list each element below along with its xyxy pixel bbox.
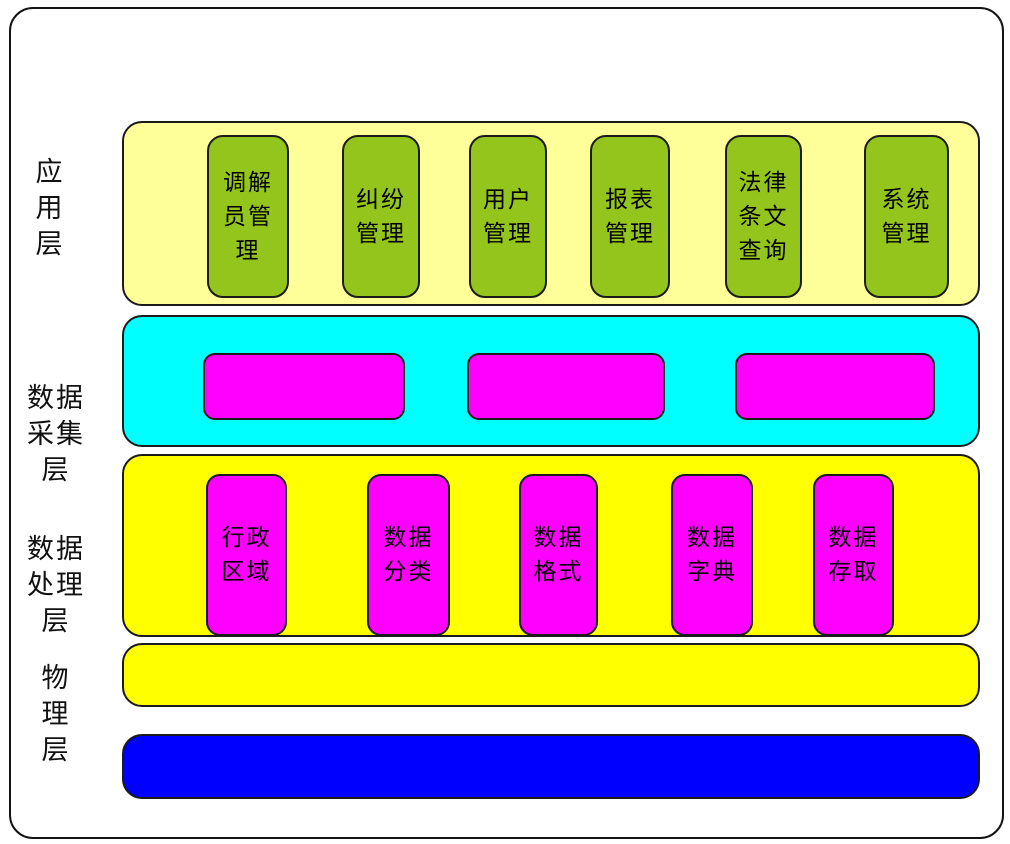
application-layer-band: 调解 员管 理 纠纷 管理 用户 管理 报表 管理 法律 条文 查询 系统 管理 [122, 121, 980, 306]
module-data-format: 数据 格式 [519, 474, 598, 636]
data-processing-layer-band: 行政 区域 数据 分类 数据 格式 数据 字典 数据 存取 [122, 454, 980, 637]
collection-module-2 [467, 353, 665, 420]
module-system-management: 系统 管理 [864, 135, 949, 298]
layer-label-data-collection: 数据 采集 层 [27, 383, 85, 486]
module-data-dictionary: 数据 字典 [671, 474, 753, 636]
collection-module-1 [203, 353, 405, 420]
module-data-access: 数据 存取 [813, 474, 894, 636]
layer-label-application: 应 用 层 [35, 157, 65, 260]
module-dispute-management: 纠纷 管理 [342, 135, 420, 298]
module-user-management: 用户 管理 [469, 135, 547, 298]
data-collection-layer-band [122, 315, 980, 447]
bottom-infrastructure-band [122, 734, 980, 799]
module-administrative-region: 行政 区域 [206, 474, 287, 636]
layer-label-data-processing: 数据 处理 层 [27, 534, 85, 637]
module-mediator-management: 调解 员管 理 [207, 135, 289, 298]
module-report-management: 报表 管理 [590, 135, 670, 298]
module-legal-provision-query: 法律 条文 查询 [725, 135, 802, 298]
collection-module-3 [735, 353, 935, 420]
layer-label-physical: 物 理 层 [41, 663, 71, 766]
module-data-classification: 数据 分类 [367, 474, 450, 636]
physical-layer-band [122, 643, 980, 707]
